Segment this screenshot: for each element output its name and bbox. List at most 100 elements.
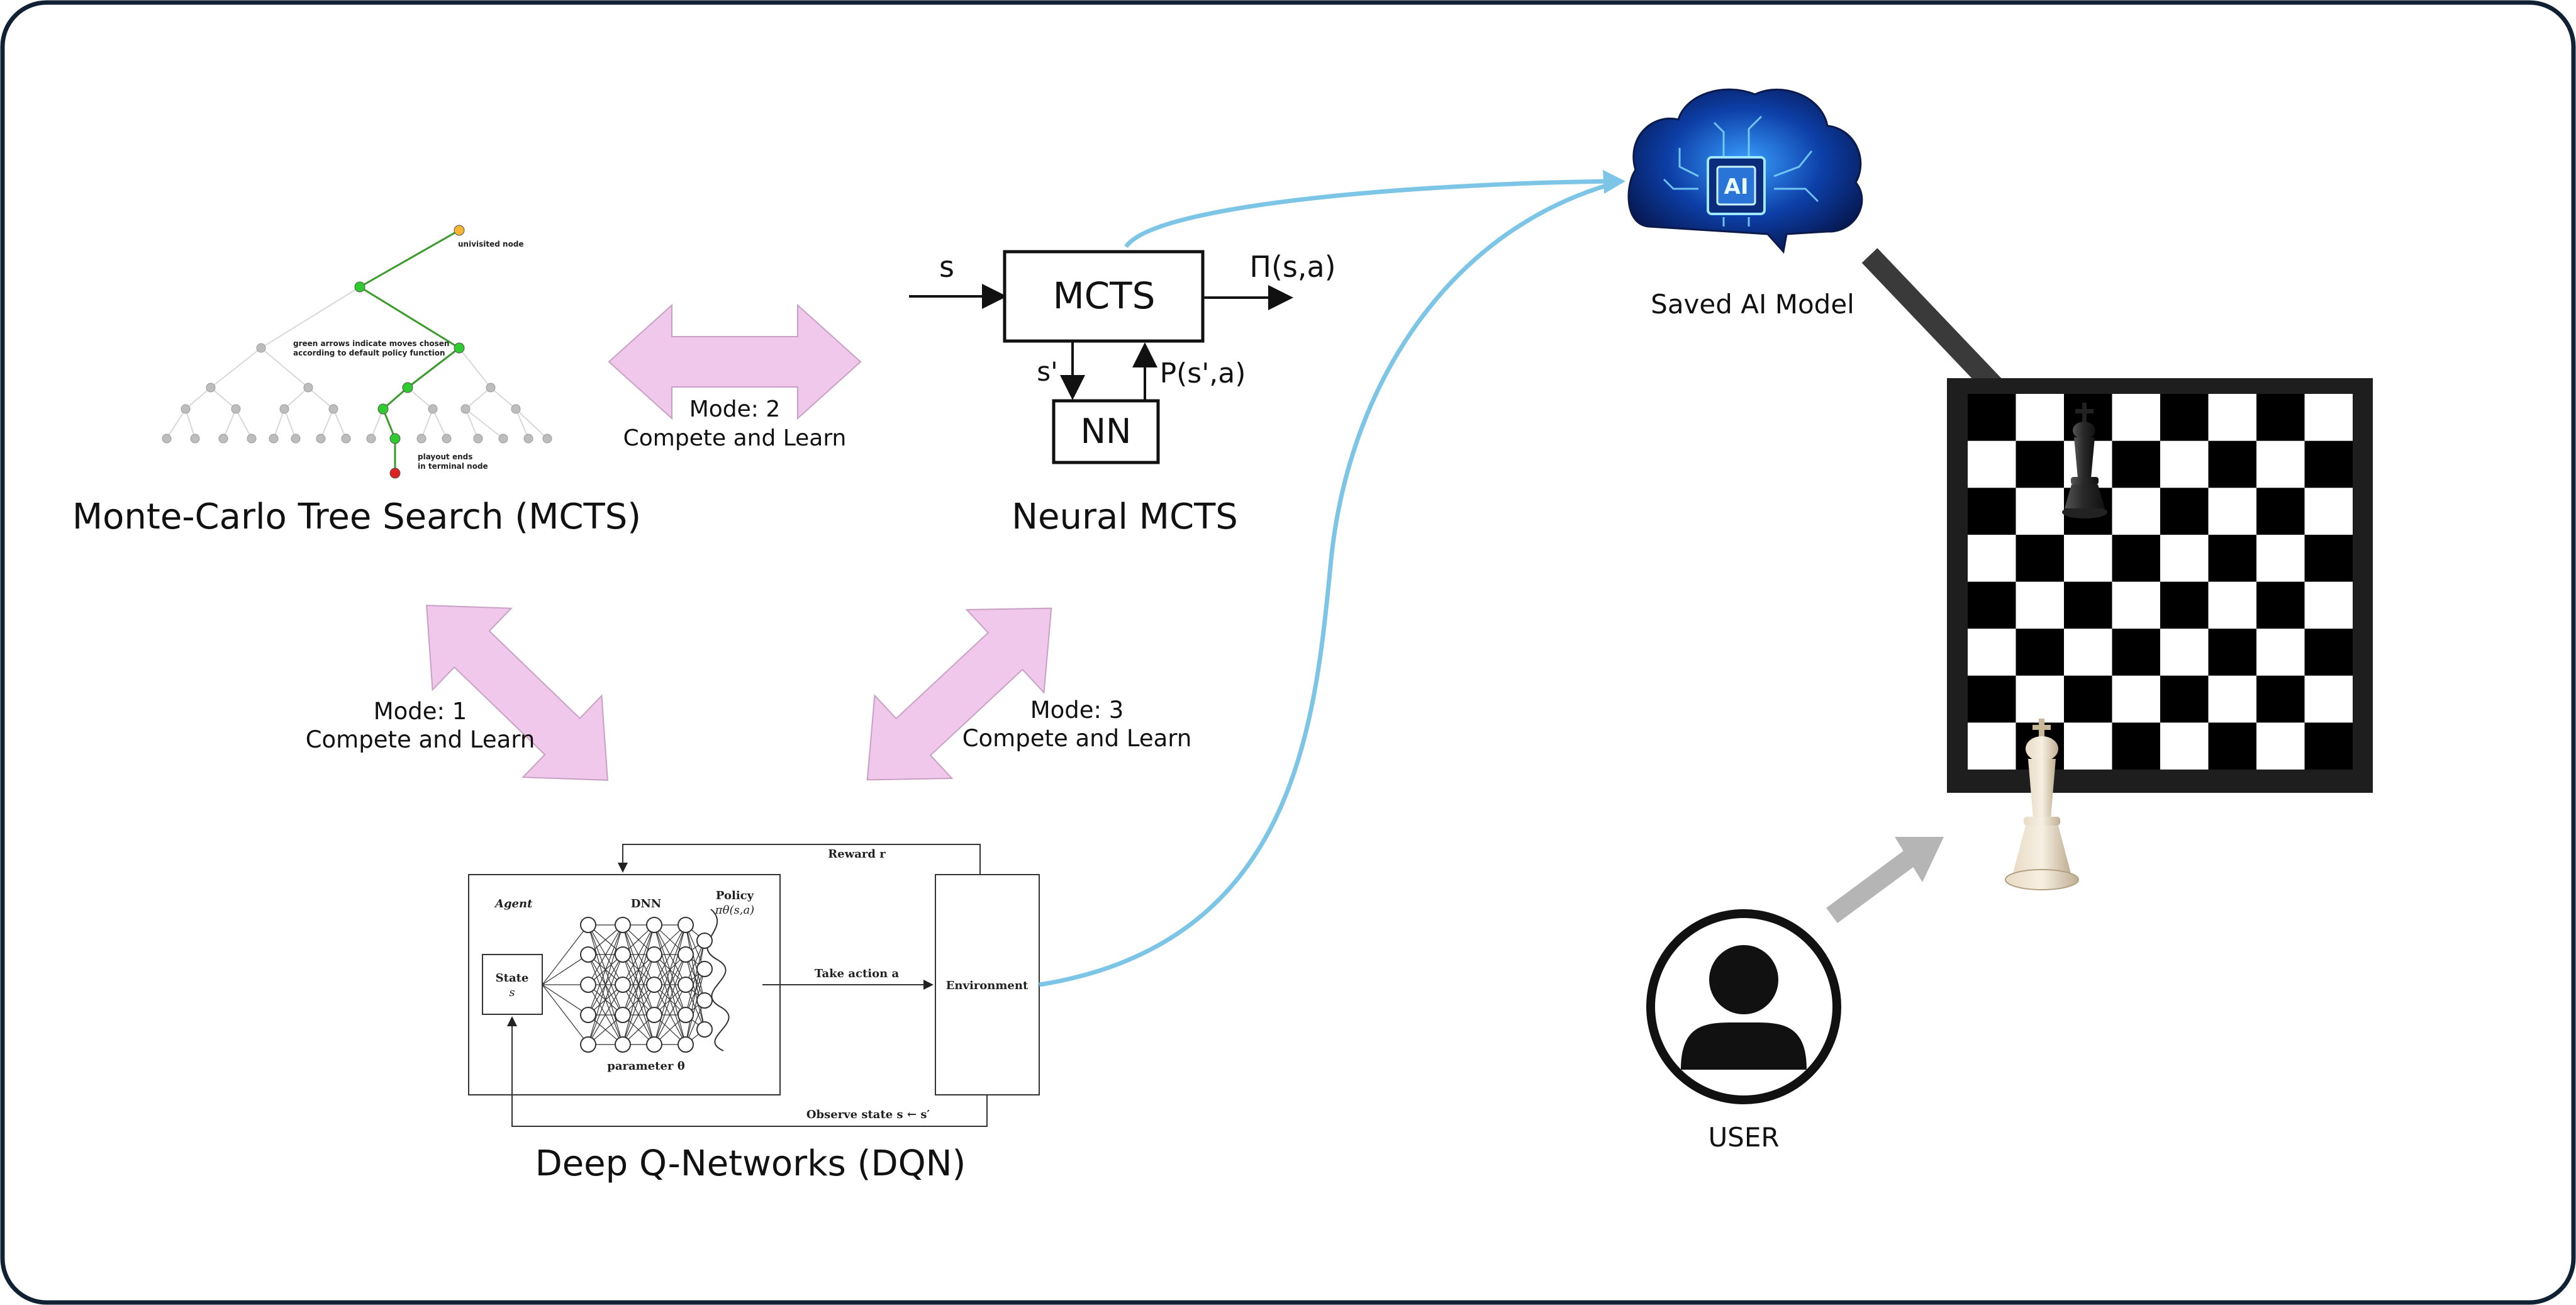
tree-node — [542, 434, 552, 444]
tree-node — [341, 434, 351, 444]
pi-output-label: Π(s,a) — [1249, 250, 1335, 284]
network-connection — [622, 984, 655, 1045]
tree-edge — [284, 408, 296, 439]
tree-node — [442, 434, 452, 444]
user-label: USER — [1708, 1122, 1779, 1153]
board-dark-square — [1968, 488, 2016, 535]
network-neuron — [615, 1036, 631, 1053]
s-prime-label: s' — [1037, 356, 1057, 387]
tree-node — [269, 434, 279, 444]
tree-edge-selected — [359, 229, 460, 288]
network-neuron — [646, 1036, 662, 1053]
tree-node-path — [354, 281, 365, 293]
network-neuron — [646, 946, 662, 963]
network-connection — [654, 984, 686, 1045]
tree-edge — [515, 408, 529, 439]
user-to-board-arrow — [1826, 837, 1944, 924]
tree-node — [498, 434, 508, 444]
board-dark-square — [2208, 629, 2256, 676]
network-neuron — [696, 961, 713, 977]
tree-edge — [223, 408, 237, 439]
tree-node — [366, 434, 376, 444]
tree-edge — [273, 408, 285, 439]
board-dark-square — [2256, 581, 2305, 629]
network-neuron — [580, 1007, 596, 1023]
tree-edge — [465, 408, 504, 439]
tree-edge — [210, 387, 237, 410]
network-connection — [685, 968, 705, 1045]
mode-2-name: Mode: 2 — [689, 396, 781, 422]
network-neuron — [615, 917, 631, 933]
mcts-box-label: MCTS — [1053, 274, 1156, 317]
tree-node-path — [377, 403, 389, 415]
board-dark-square — [2304, 722, 2353, 770]
network-connection — [622, 954, 655, 1045]
p-label: P(s',a) — [1160, 357, 1246, 389]
tree-node — [486, 383, 496, 393]
mode-2-text: Compete and Learn — [623, 425, 847, 451]
policy-function: πθ(s,a) — [715, 904, 754, 917]
board-dark-square — [1968, 675, 2016, 723]
network-connection — [622, 924, 655, 1016]
tree-edge — [320, 408, 334, 439]
network-neuron — [615, 977, 631, 993]
tree-node — [416, 434, 427, 444]
dnn-label: DNN — [631, 897, 662, 910]
mcts-tree-figure: univisited node green arrows indicate mo… — [160, 220, 560, 479]
tree-edge — [235, 408, 252, 439]
board-dark-square — [2304, 629, 2353, 676]
tree-edge — [185, 387, 211, 410]
tree-node — [291, 434, 301, 444]
network-neuron — [696, 992, 713, 1009]
nn-box — [1052, 399, 1160, 464]
tree-node — [428, 404, 438, 414]
board-dark-square — [1968, 581, 2016, 629]
board-dark-square — [2208, 440, 2256, 488]
tree-node — [256, 343, 266, 353]
network-neuron — [615, 946, 631, 963]
board-dark-square — [2016, 534, 2064, 582]
playout-note-2: in terminal node — [418, 462, 488, 471]
network-neuron — [580, 917, 596, 933]
board-dark-square — [2160, 394, 2209, 441]
green-arrows-note-1: green arrows indicate moves chosen — [293, 339, 449, 348]
tree-node — [316, 434, 326, 444]
tree-edge — [465, 387, 491, 410]
mode-1-text: Compete and Learn — [306, 726, 535, 753]
board-dark-square — [2208, 534, 2256, 582]
network-neuron — [677, 977, 694, 993]
dqn-figure: Agent DNN Policy πθ(s,a) State s paramet… — [468, 844, 1040, 1127]
neural-mcts-title: Neural MCTS — [1012, 496, 1238, 537]
tree-edge — [432, 408, 447, 439]
tree-edge — [333, 408, 347, 439]
dqn-title: Deep Q-Networks (DQN) — [535, 1143, 966, 1184]
state-label: State — [496, 972, 529, 985]
board-dark-square — [2304, 534, 2353, 582]
black-king-icon — [2062, 403, 2107, 518]
network-connection — [685, 940, 705, 1016]
unvisited-node-label: univisited node — [458, 240, 524, 249]
state-var: s — [509, 986, 515, 999]
policy-label: Policy — [716, 889, 754, 902]
network-connection — [588, 924, 623, 1045]
tree-node — [279, 404, 289, 414]
tree-node-path — [402, 382, 413, 393]
tree-node — [511, 404, 521, 414]
user-avatar-icon — [1646, 909, 1841, 1104]
network-neuron — [646, 977, 662, 993]
tree-edge — [515, 408, 548, 439]
tree-edge-selected — [382, 386, 408, 410]
mcts-tree-edges — [166, 229, 548, 473]
tree-edge — [185, 408, 196, 439]
saved-model-label: Saved AI Model — [1651, 289, 1854, 320]
ai-chip-label: AI — [1724, 174, 1749, 199]
tree-edge — [490, 387, 516, 410]
network-connection — [685, 940, 705, 1045]
tree-edge — [459, 347, 491, 388]
state-box — [482, 954, 543, 1015]
mode-2-arrow — [608, 303, 862, 420]
network-connection — [588, 954, 623, 1045]
tree-node — [328, 404, 338, 414]
tree-edge — [465, 408, 479, 439]
network-connection — [542, 984, 589, 1016]
